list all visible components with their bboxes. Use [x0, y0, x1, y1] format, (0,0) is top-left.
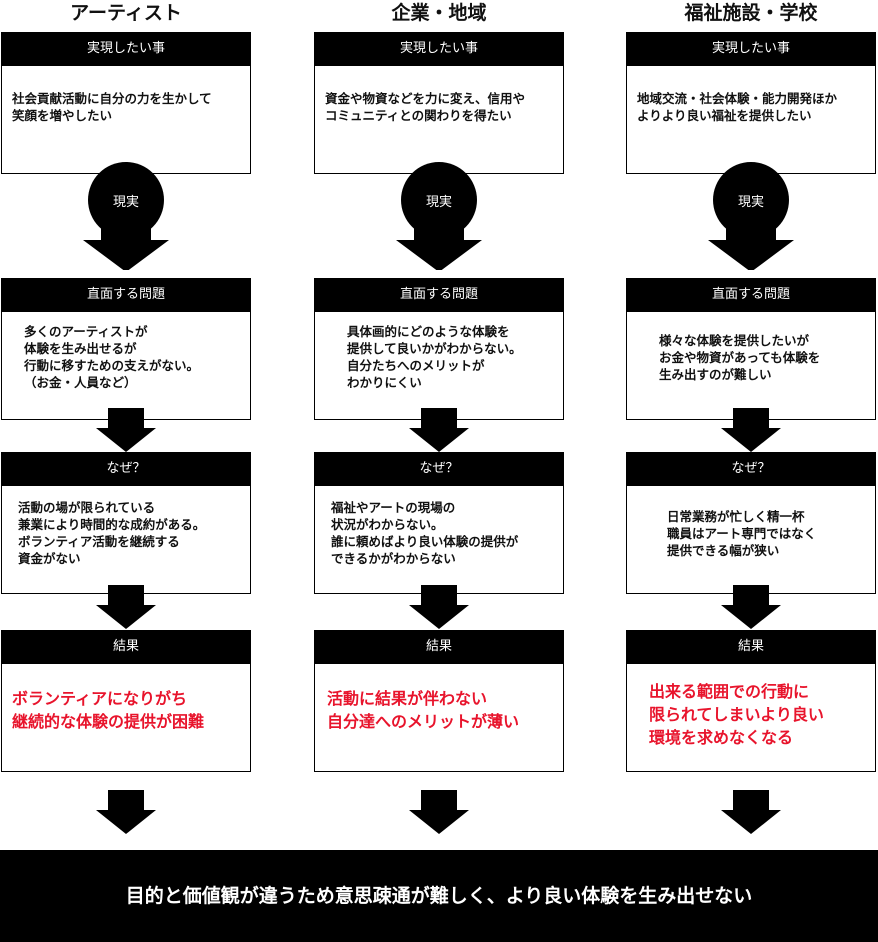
problem-header: 直面する問題: [626, 278, 876, 312]
why-text: 日常業務が忙しく精一杯 職員はアート専門ではなく 提供できる幅が狭い: [667, 509, 817, 558]
down-arrow-icon: [721, 408, 781, 452]
result-box: 出来る範囲での行動に 限られてしまいより良い 環境を求めなくなる: [626, 664, 876, 772]
column-title: 企業・地域: [391, 2, 487, 24]
down-arrow-icon: [96, 790, 156, 834]
problem-text: 多くのアーティストが 体験を生み出せるが 行動に移すための支えがない。 （お金・…: [24, 324, 200, 390]
reality-label: 現実: [738, 194, 764, 210]
column-company: 企業・地域 実現したい事 資金や物資などを力に変え、信用や コミュニティとの関わ…: [314, 0, 564, 834]
goal-header: 実現したい事: [314, 32, 564, 66]
down-arrow-icon: [409, 408, 469, 452]
down-arrow-icon: [721, 585, 781, 629]
reality-label: 現実: [426, 194, 452, 210]
problem-text: 様々な体験を提供したいが お金や物資があっても体験を 生み出すのが難しい: [659, 333, 821, 382]
problem-text: 具体画的にどのような体験を 提供して良いかがわからない。 自分たちへのメリットが…: [347, 324, 522, 390]
goal-text: 資金や物資などを力に変え、信用や コミュニティとの関わりを得たい: [325, 91, 526, 123]
down-arrow-icon: [96, 585, 156, 629]
why-box: 日常業務が忙しく精一杯 職員はアート専門ではなく 提供できる幅が狭い: [626, 486, 876, 594]
result-header: 結果: [626, 630, 876, 664]
result-text: 活動に結果が伴わない 自分達へのメリットが薄い: [327, 689, 520, 731]
why-header: なぜ？: [626, 452, 876, 486]
column-title: 福祉施設・学校: [684, 2, 818, 24]
goal-box: 地域交流・社会体験・能力開発ほか よりより良い福祉を提供したい: [626, 66, 876, 174]
problem-box: 多くのアーティストが 体験を生み出せるが 行動に移すための支えがない。 （お金・…: [1, 312, 251, 420]
goal-text: 地域交流・社会体験・能力開発ほか よりより良い福祉を提供したい: [637, 91, 838, 123]
goal-header: 実現したい事: [1, 32, 251, 66]
down-arrow-icon: [409, 790, 469, 834]
result-text: ボランティアになりがち 継続的な体験の提供が困難: [12, 689, 205, 731]
reality-arrow-icon: 現実: [396, 162, 482, 270]
why-text: 福祉やアートの現場の 状況がわからない。 誰に頼めばより良い体験の提供が できる…: [331, 500, 519, 566]
down-arrow-icon: [721, 790, 781, 834]
why-header: なぜ？: [314, 452, 564, 486]
why-box: 福祉やアートの現場の 状況がわからない。 誰に頼めばより良い体験の提供が できる…: [314, 486, 564, 594]
goal-header: 実現したい事: [626, 32, 876, 66]
goal-box: 社会貢献活動に自分の力を生かして 笑顔を増やしたい: [1, 66, 251, 174]
down-arrow-icon: [409, 585, 469, 629]
goal-box: 資金や物資などを力に変え、信用や コミュニティとの関わりを得たい: [314, 66, 564, 174]
problem-header: 直面する問題: [1, 278, 251, 312]
why-box: 活動の場が限られている 兼業により時間的な成約がある。 ボランティア活動を継続す…: [1, 486, 251, 594]
problem-header: 直面する問題: [314, 278, 564, 312]
reality-label: 現実: [113, 194, 139, 210]
result-header: 結果: [1, 630, 251, 664]
reality-arrow-icon: 現実: [83, 162, 169, 270]
problem-box: 様々な体験を提供したいが お金や物資があっても体験を 生み出すのが難しい: [626, 312, 876, 420]
down-arrow-icon: [96, 408, 156, 452]
column-welfare-school: 福祉施設・学校 実現したい事 地域交流・社会体験・能力開発ほか よりより良い福祉…: [626, 0, 876, 834]
result-text: 出来る範囲での行動に 限られてしまいより良い 環境を求めなくなる: [649, 682, 824, 747]
column-artist: アーティスト 実現したい事 社会貢献活動に自分の力を生かして 笑顔を増やしたい …: [1, 0, 251, 834]
result-header: 結果: [314, 630, 564, 664]
conclusion-banner: 目的と価値観が違うため意思疎通が難しく、より良い体験を生み出せない: [0, 850, 878, 942]
result-box: 活動に結果が伴わない 自分達へのメリットが薄い: [314, 664, 564, 772]
result-box: ボランティアになりがち 継続的な体験の提供が困難: [1, 664, 251, 772]
column-title: アーティスト: [70, 2, 182, 24]
why-header: なぜ？: [1, 452, 251, 486]
goal-text: 社会貢献活動に自分の力を生かして 笑顔を増やしたい: [12, 91, 212, 123]
problem-box: 具体画的にどのような体験を 提供して良いかがわからない。 自分たちへのメリットが…: [314, 312, 564, 420]
why-text: 活動の場が限られている 兼業により時間的な成約がある。 ボランティア活動を継続す…: [18, 500, 206, 566]
reality-arrow-icon: 現実: [708, 162, 794, 270]
